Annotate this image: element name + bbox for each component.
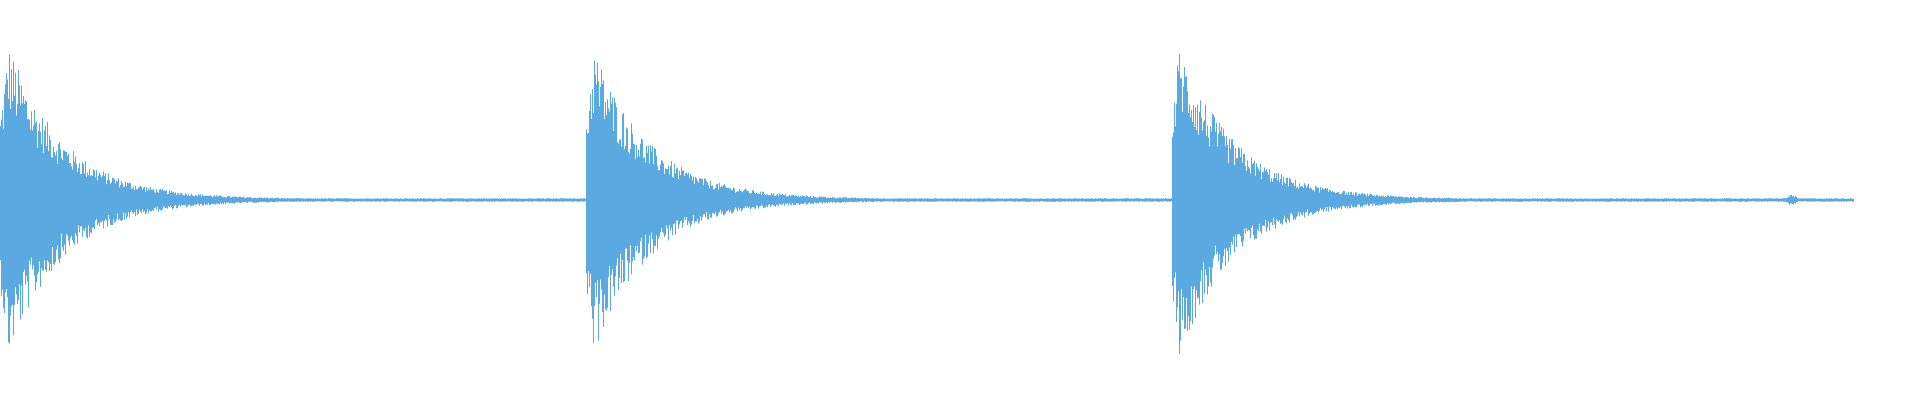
waveform-samples [0,53,1854,354]
waveform-path [0,53,1854,354]
